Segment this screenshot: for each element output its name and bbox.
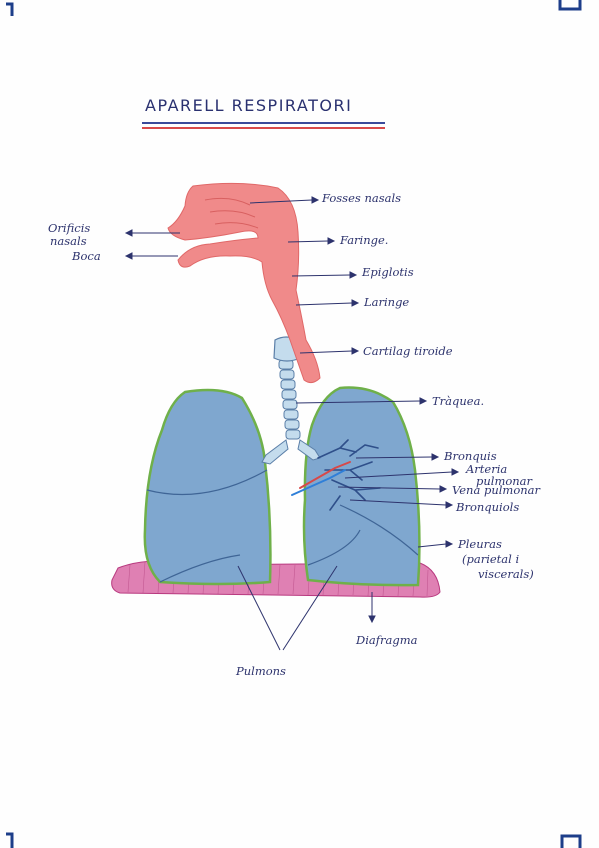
label-pulmons: Pulmons <box>236 664 286 678</box>
label-orificis-line2: nasals <box>50 234 87 248</box>
corner-top-right <box>558 0 582 11</box>
bronchial-tree <box>291 439 381 511</box>
nasal-conchae <box>204 197 259 229</box>
label-arteria-line2: pulmonar <box>476 474 533 488</box>
corner-bottom-left <box>6 832 14 848</box>
label-bronquiols: Bronquiols <box>456 500 520 514</box>
left-lung-fissure <box>146 469 268 496</box>
right-lung-fissure-2 <box>307 529 361 566</box>
pointer-lines <box>124 196 460 651</box>
label-faringe: Faringe. <box>340 233 389 247</box>
corner-top-left <box>6 2 14 16</box>
label-diafragma: Diafragma <box>356 633 418 647</box>
label-boca: Boca <box>72 249 101 263</box>
label-traquea: Tràquea. <box>432 394 485 408</box>
label-cartilag-tiroide: Cartilag tiroide <box>363 344 453 358</box>
upper-airway <box>167 182 321 384</box>
right-lung <box>302 386 421 587</box>
label-laringe: Laringe <box>364 295 410 309</box>
label-fosses-nasals: Fosses nasals <box>322 191 402 205</box>
label-pleuras-line1: Pleuras <box>458 537 502 551</box>
right-lung-fissure <box>339 504 419 556</box>
left-lung-fissure-2 <box>159 554 241 583</box>
corner-bottom-right <box>560 834 582 848</box>
left-lung <box>143 388 272 586</box>
label-arteria-line1: Arteria <box>466 462 508 476</box>
label-pleuras-line2: (parietal i <box>462 552 520 566</box>
label-bronquis: Bronquis <box>444 449 497 463</box>
label-pleuras-line3: viscerals) <box>478 567 534 581</box>
label-orificis-line1: Orificis <box>48 221 91 235</box>
page-title: APARELL RESPIRATORI <box>145 96 353 115</box>
label-vena-pulmonar: Vena pulmonar <box>452 483 541 497</box>
label-epiglotis: Epiglotis <box>362 265 414 279</box>
